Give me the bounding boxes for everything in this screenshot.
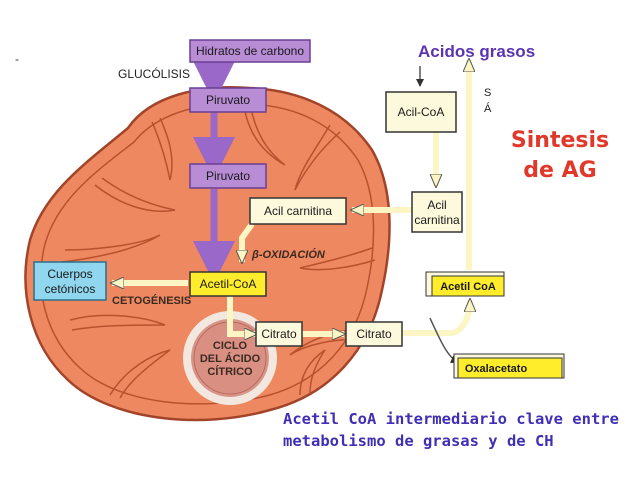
ketone-bodies-line1: Cuerpos — [47, 267, 92, 281]
krebs-label-line3: CÍTRICO — [207, 365, 253, 378]
ketogenesis-label: CETOGÉNESIS — [112, 294, 191, 307]
margin-dash: - — [15, 52, 19, 66]
sa-letter-a: Á — [484, 102, 492, 115]
crista — [109, 349, 171, 399]
acyl-carnitine-inner-box — [249, 197, 347, 225]
crista — [294, 124, 341, 191]
arrow-acetylcoa-to-citrate — [227, 296, 256, 334]
acyl-carnitine-outer-line2: carnitina — [414, 213, 460, 227]
citrate-inner-box — [255, 321, 303, 347]
pyruvate-inner-box — [189, 163, 267, 189]
synthesis-line1: Sintesis — [510, 128, 610, 153]
acyl-coa-label: Acil-CoA — [398, 105, 445, 119]
citrate-outer-label: Citrato — [356, 327, 392, 341]
glycolysis-label: GLUCÓLISIS — [118, 66, 190, 81]
acetyl-coa-inner-label: Acetil-CoA — [200, 277, 257, 291]
crista — [243, 103, 286, 166]
caption-line2: metabolismo de grasas y de CH — [283, 432, 554, 450]
arrow-citrate-to-acetylcoa — [402, 300, 470, 336]
crista — [69, 314, 166, 331]
oxaloacetate-box — [457, 357, 563, 379]
acetyl-coa-outer-box — [431, 275, 505, 297]
crista — [94, 177, 176, 212]
arrow-beta-oxidation — [242, 222, 255, 262]
hydrates-label: Hidratos de carbono — [196, 44, 304, 58]
ketone-bodies-line2: cetónicos — [45, 282, 96, 296]
hydrates-box — [189, 39, 311, 63]
pyruvate-outer-label: Piruvato — [206, 93, 250, 107]
krebs-label-line1: CICLO — [213, 340, 248, 352]
acyl-carnitine-outer-line1: Acil — [427, 198, 446, 212]
caption: Acetil CoA intermediario clave entre met… — [283, 408, 619, 452]
crista — [151, 117, 173, 181]
citrate-inner-label: Citrato — [261, 327, 297, 341]
crista — [299, 247, 376, 271]
acetyl-coa-inner-box — [189, 271, 267, 297]
acyl-carnitine-inner-label: Acil carnitina — [264, 204, 332, 218]
crista — [61, 234, 161, 263]
oxaloacetate-label: Oxalacetato — [465, 363, 528, 375]
pyruvate-inner-label: Piruvato — [206, 169, 250, 183]
sa-letter-s: S — [484, 87, 491, 99]
fatty-acid-synthesis-title: Sintesis de AG — [505, 126, 615, 186]
fatty-acids-title: Acidos grasos — [418, 42, 536, 61]
krebs-label-line2: DEL ÁCIDO — [200, 352, 261, 365]
beta-oxidation-label: β-OXIDACIÓN — [251, 248, 326, 261]
caption-line1: Acetil CoA intermediario clave entre — [283, 410, 619, 428]
ketone-bodies-box — [33, 261, 107, 301]
acyl-coa-box — [385, 91, 457, 133]
crista — [299, 349, 326, 396]
acyl-carnitine-outer-box — [411, 191, 463, 233]
acetyl-coa-outer-label: Acetil CoA — [440, 281, 496, 293]
citrate-outer-box — [345, 321, 403, 347]
pyruvate-outer-box — [189, 87, 267, 113]
synthesis-line2: de AG — [523, 158, 597, 183]
